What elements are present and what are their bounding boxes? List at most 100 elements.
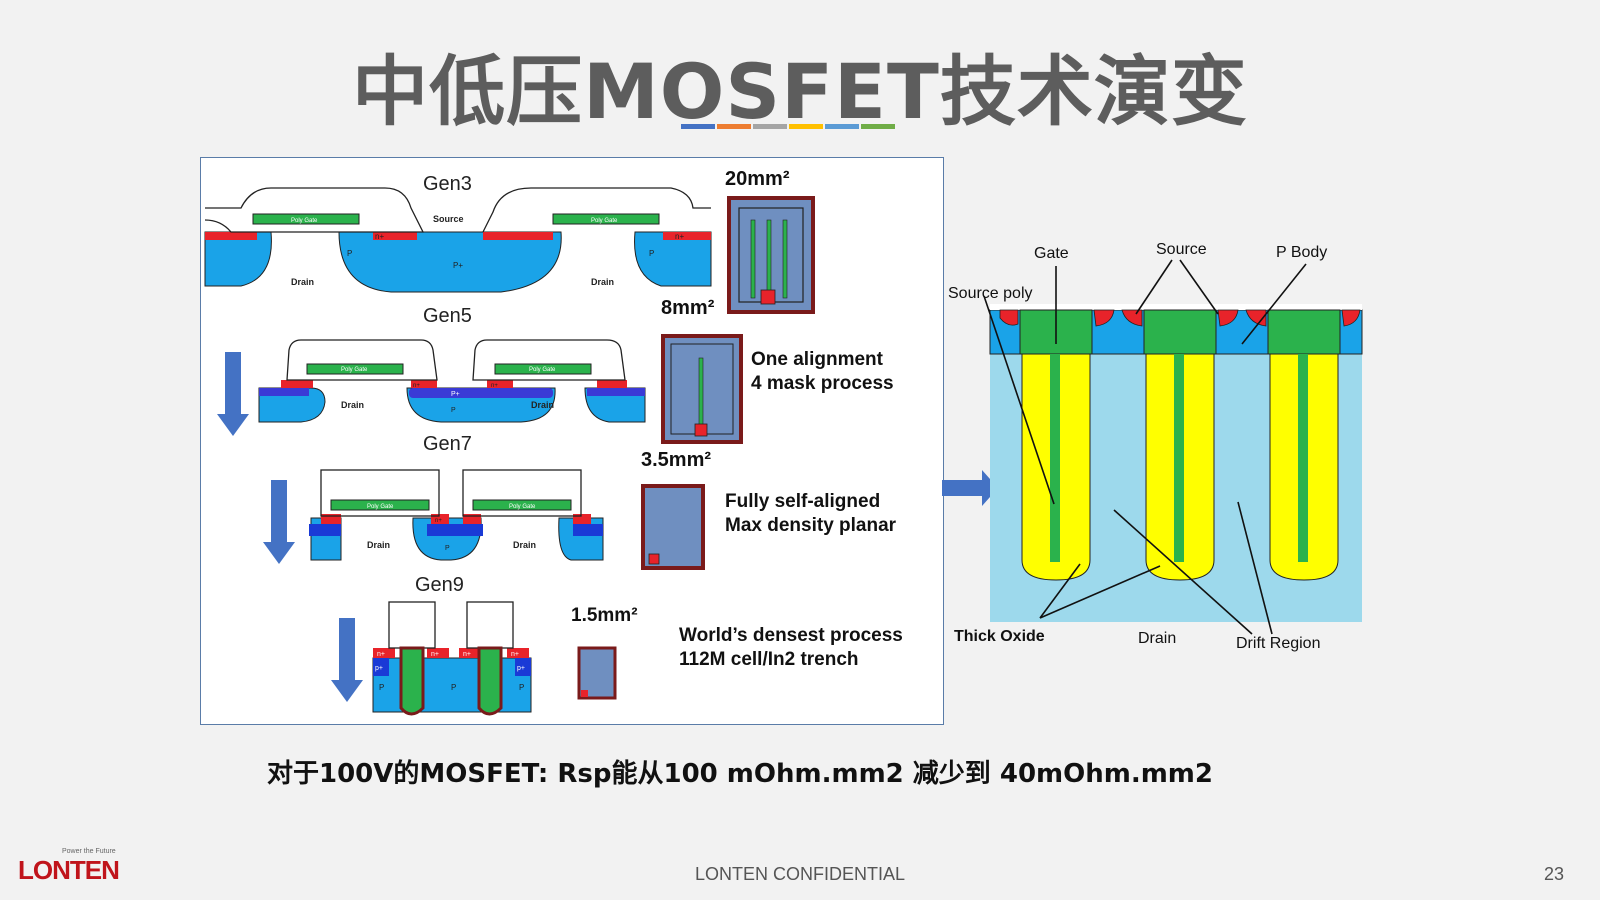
poly-gate <box>552 213 660 225</box>
thick-oxide-label: Thick Oxide <box>954 628 1045 645</box>
nplus-region <box>321 514 341 524</box>
right-arrow-icon <box>942 470 998 506</box>
drain-region <box>204 231 272 287</box>
generation-diagram: Gen3 Poly Gate Poly Gate Source n+ n+ P … <box>204 168 903 716</box>
logo-wordmark: LONTEN <box>18 855 120 885</box>
gate-oxide-outline <box>472 339 626 381</box>
gen9-desc-line2: 112M cell/In2 trench <box>679 649 859 670</box>
gate-poly <box>1267 309 1341 355</box>
drift-pointer <box>1237 501 1273 635</box>
poly-gate-label: Poly Gate <box>509 504 536 510</box>
gen3-label: Gen3 <box>423 173 472 195</box>
gate-pad <box>760 289 776 305</box>
pbody-blue <box>409 388 553 398</box>
nplus-region <box>573 514 591 524</box>
color-swatch <box>861 124 895 129</box>
page-number: 23 <box>1543 864 1564 884</box>
trench-gate <box>477 646 503 716</box>
p-label: P <box>347 249 352 258</box>
drain-label: Drain <box>1138 630 1176 647</box>
source-label: Source <box>1156 241 1207 258</box>
pbody-blue <box>587 388 645 396</box>
down-arrow <box>339 618 355 682</box>
poly-gate-label: Poly Gate <box>341 367 368 373</box>
p-body-region <box>338 231 562 293</box>
lonten-logo: Power the Future LONTEN <box>18 848 128 890</box>
pbody-pointer <box>1241 263 1307 345</box>
poly-gate-label: Poly Gate <box>367 504 394 510</box>
gen7-desc-line2: Max density planar <box>725 515 897 536</box>
gate-oxide-outline <box>286 339 438 381</box>
nplus-region <box>373 648 395 658</box>
logo-tagline: Power the Future <box>62 848 116 855</box>
gate-finger <box>766 219 772 299</box>
nplus-region <box>1121 309 1143 327</box>
color-swatch <box>681 124 715 129</box>
drift-region-label: Drift Region <box>1236 635 1320 652</box>
nplus-region <box>1245 309 1267 327</box>
pplus-label: p+ <box>375 665 383 672</box>
drain-label: Drain <box>341 400 364 410</box>
source-poly <box>1050 354 1060 562</box>
gen5-area-label: 8mm² <box>661 297 715 319</box>
nplus-label: n+ <box>511 651 519 658</box>
gen7-cross-section: Gen7 Poly Gate Poly Gate n+ P Drain Drai… <box>263 433 897 570</box>
gen9-die-mask <box>577 646 617 700</box>
source-pointer <box>1135 259 1173 315</box>
down-arrow <box>225 352 241 416</box>
gate-oxide-outline <box>466 601 514 649</box>
annotation-lines <box>983 259 1307 635</box>
nplus-region <box>507 648 529 658</box>
drift-pointer <box>1113 509 1253 635</box>
gate-oxide-outline <box>388 601 436 649</box>
nplus-region <box>281 380 313 388</box>
thick-oxide-pointer <box>1039 563 1081 619</box>
source-poly-pointer <box>983 295 1055 505</box>
poly-gate-label: Poly Gate <box>591 218 618 224</box>
source-poly <box>1174 354 1184 562</box>
nplus-region <box>431 514 449 524</box>
source-metal <box>990 304 1362 310</box>
source-poly-label: Source poly <box>948 285 1033 302</box>
gate-oxide-outline <box>462 469 582 517</box>
gate-oxide-outline <box>204 187 425 233</box>
poly-gate-label: Poly Gate <box>291 218 318 224</box>
gate-finger <box>698 357 704 429</box>
nplus-label: n+ <box>675 232 684 241</box>
trench-gate <box>399 646 425 716</box>
pbody-blue <box>573 524 603 536</box>
trench-1 <box>1019 309 1093 581</box>
p-body-region <box>634 231 712 287</box>
drift-region <box>372 657 532 713</box>
gate-poly <box>1143 309 1217 355</box>
nplus-region <box>463 514 481 524</box>
pplus-label: p+ <box>517 665 525 672</box>
gen3-area-label: 20mm² <box>725 168 790 190</box>
pplus-label: P+ <box>453 261 463 270</box>
source-poly <box>1298 354 1308 562</box>
pplus-label: P+ <box>451 391 460 398</box>
gen3-cross-section: Gen3 Poly Gate Poly Gate Source n+ n+ P … <box>204 168 815 314</box>
poly-gate <box>330 499 430 511</box>
nplus-label: n+ <box>413 383 420 389</box>
drain-label: Drain <box>513 540 536 550</box>
down-arrow-head <box>263 542 295 564</box>
gate-label: Gate <box>1034 245 1069 262</box>
drain-label: Drain <box>367 540 390 550</box>
trench-cross-section: Gate Source P Body Source poly Thick Oxi… <box>942 241 1363 652</box>
p-label: P <box>649 249 654 258</box>
gate-oxide-outline <box>320 469 440 517</box>
poly-gate <box>472 499 572 511</box>
gen9-area-label: 1.5mm² <box>571 605 638 626</box>
title-color-bar <box>681 124 897 129</box>
poly-gate <box>252 213 360 225</box>
rsp-summary: 对于100V的MOSFET: Rsp能从100 mOhm.mm2 减少到 40m… <box>267 759 1213 789</box>
p-label: P <box>519 683 524 692</box>
gate-pad <box>694 423 708 437</box>
pbody-blue <box>373 658 389 676</box>
color-swatch <box>825 124 859 129</box>
nplus-region <box>999 309 1019 326</box>
nplus-label: n+ <box>435 518 442 524</box>
nplus-region <box>1093 309 1115 327</box>
nplus-region <box>663 232 711 240</box>
